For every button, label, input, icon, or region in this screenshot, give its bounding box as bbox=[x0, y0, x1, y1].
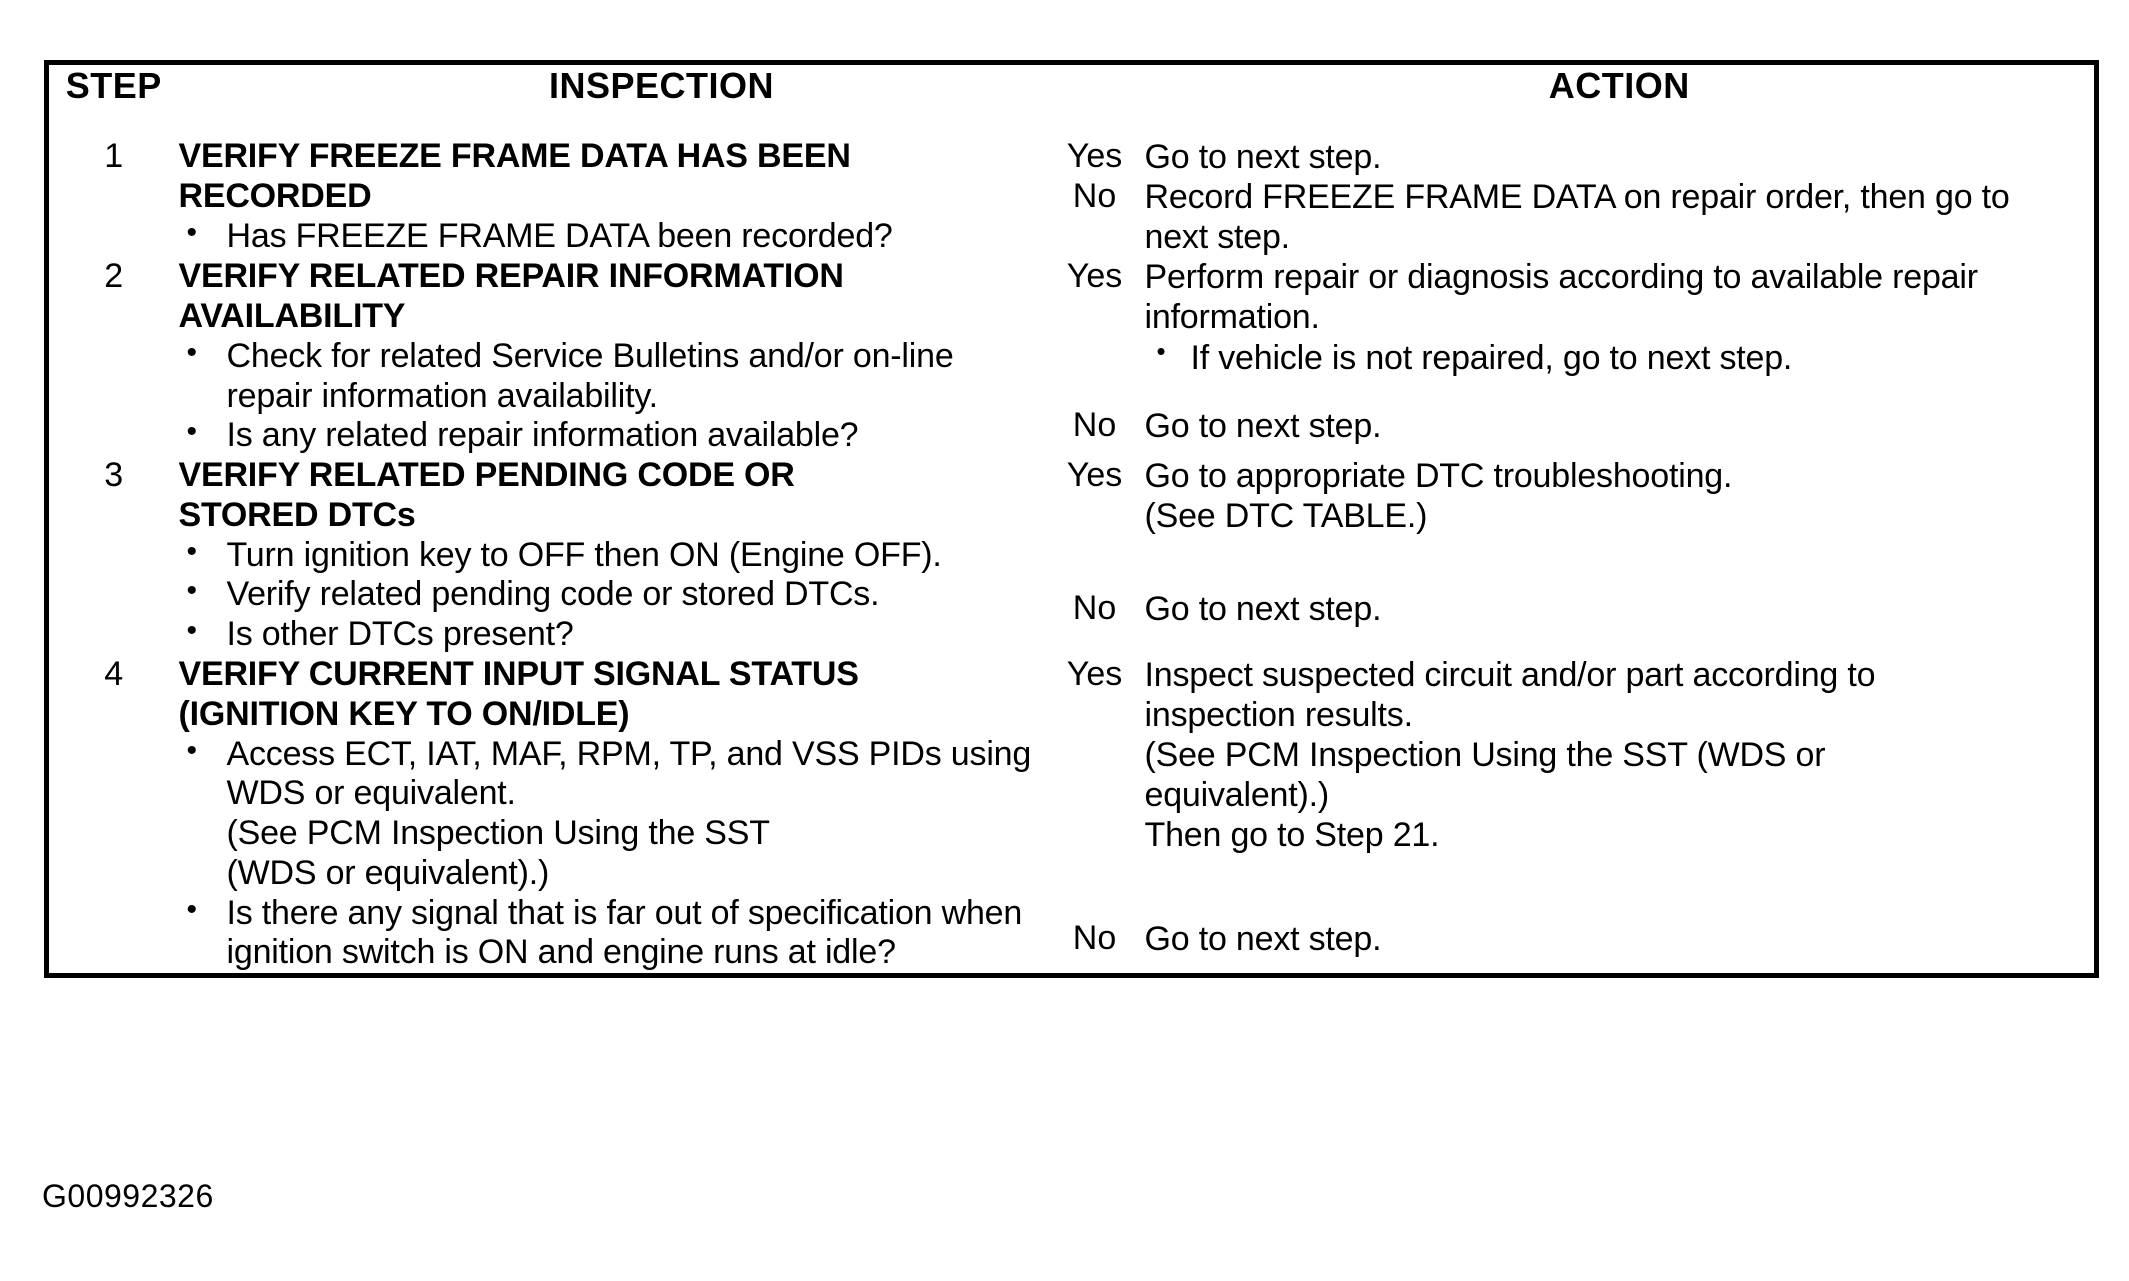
figure-id-label: G00992326 bbox=[42, 1178, 214, 1214]
column-header-step: STEP bbox=[46, 62, 179, 137]
table-row: No Go to next step. bbox=[47, 588, 2097, 655]
inspection-bullet: Is other DTCs present? bbox=[179, 613, 1045, 655]
table-row: No Go to next step. bbox=[47, 919, 2097, 976]
table-row: 2 VERIFY RELATED REPAIR INFORMATION AVAI… bbox=[46, 257, 2097, 457]
action-line: Then go to Step 21. bbox=[1144, 816, 1440, 855]
action-line: equivalent).) bbox=[1144, 776, 1330, 815]
inspection-cell-1: VERIFY FREEZE FRAME DATA HAS BEEN RECORD… bbox=[178, 137, 1045, 258]
action-cell-2-no: Go to next step. bbox=[1144, 406, 2097, 457]
answer-label-no-3: No bbox=[1044, 588, 1145, 655]
inspection-bullet-list: Check for related Service Bulletins and/… bbox=[179, 335, 1045, 456]
inspection-title-line: (IGNITION KEY TO ON/IDLE) bbox=[178, 694, 630, 733]
inspection-title-line: VERIFY RELATED REPAIR INFORMATION bbox=[178, 257, 844, 296]
answer-label-yes-4: Yes bbox=[1044, 654, 1145, 920]
action-cell-3-yes: Go to appropriate DTC troubleshooting. (… bbox=[1144, 456, 2097, 589]
inspection-title-line: RECORDED bbox=[178, 176, 372, 215]
inspection-bullet: Is there any signal that is far out of s… bbox=[179, 892, 1045, 974]
inspection-bullet-list: Turn ignition key to OFF then ON (Engine… bbox=[179, 534, 1045, 655]
answer-label-yes-3: Yes bbox=[1044, 456, 1145, 589]
column-header-inspection: INSPECTION bbox=[178, 62, 1145, 137]
inspection-bullet: Verify related pending code or stored DT… bbox=[179, 573, 1045, 615]
inspection-cell-4: VERIFY CURRENT INPUT SIGNAL STATUS (IGNI… bbox=[178, 654, 1045, 976]
inspection-title-line: AVAILABILITY bbox=[178, 297, 406, 336]
answer-label-yes-2: Yes bbox=[1044, 257, 1145, 407]
inspection-bullet: Access ECT, IAT, MAF, RPM, TP, and VSS P… bbox=[179, 733, 1045, 894]
inspection-bullet-subline: (WDS or equivalent).) bbox=[226, 853, 550, 892]
action-line: Perform repair or diagnosis according to… bbox=[1144, 258, 1979, 297]
action-line: information. bbox=[1144, 298, 1320, 337]
action-cell-3-no: Go to next step. bbox=[1144, 588, 2097, 655]
action-line: Go to next step. bbox=[1144, 920, 1382, 959]
table-row: No Record FREEZE FRAME DATA on repair or… bbox=[47, 177, 2097, 258]
action-cell-4-yes: Inspect suspected circuit and/or part ac… bbox=[1144, 654, 2097, 920]
step-number-4: 4 bbox=[46, 654, 179, 976]
answer-label-no-1: No bbox=[1044, 177, 1145, 258]
answer-label-yes-1: Yes bbox=[1044, 137, 1145, 178]
action-line: Go to appropriate DTC troubleshooting. bbox=[1144, 457, 1733, 496]
inspection-bullet-list: Access ECT, IAT, MAF, RPM, TP, and VSS P… bbox=[179, 733, 1045, 974]
table-row: 4 VERIFY CURRENT INPUT SIGNAL STATUS (IG… bbox=[46, 654, 2097, 976]
step-number-2: 2 bbox=[46, 257, 179, 457]
step-number-3: 3 bbox=[46, 456, 179, 655]
inspection-title-line: VERIFY CURRENT INPUT SIGNAL STATUS bbox=[178, 654, 859, 693]
answer-label-no-4: No bbox=[1044, 919, 1145, 976]
inspection-bullet: Is any related repair information availa… bbox=[179, 414, 1045, 456]
inspection-bullet-subline: (See PCM Inspection Using the SST bbox=[226, 814, 771, 853]
inspection-bullet-list: Has FREEZE FRAME DATA been recorded? bbox=[179, 215, 1045, 257]
step-number-1: 1 bbox=[46, 137, 179, 258]
table-row: No Go to next step. bbox=[47, 406, 2097, 457]
table-header: STEP INSPECTION ACTION bbox=[46, 62, 2097, 137]
action-line: Inspect suspected circuit and/or part ac… bbox=[1144, 655, 1876, 694]
action-line: Go to next step. bbox=[1144, 407, 1382, 446]
action-line: Go to next step. bbox=[1144, 589, 1382, 628]
inspection-cell-3: VERIFY RELATED PENDING CODE OR STORED DT… bbox=[178, 456, 1045, 655]
inspection-bullet: Has FREEZE FRAME DATA been recorded? bbox=[179, 215, 1045, 257]
action-line: (See DTC TABLE.) bbox=[1144, 497, 1428, 536]
diagnostic-procedure-table: STEP INSPECTION ACTION 1 VERIFY FREEZE F… bbox=[44, 60, 2099, 979]
inspection-title-line: VERIFY RELATED PENDING CODE OR bbox=[178, 456, 795, 495]
inspection-bullet-text: Access ECT, IAT, MAF, RPM, TP, and VSS P… bbox=[226, 734, 1032, 813]
column-header-action: ACTION bbox=[1144, 62, 2097, 137]
action-line: Record FREEZE FRAME DATA on repair order… bbox=[1144, 178, 2010, 217]
action-cell-1-yes: Go to next step. bbox=[1144, 137, 2097, 178]
action-cell-4-no: Go to next step. bbox=[1144, 919, 2097, 976]
inspection-cell-2: VERIFY RELATED REPAIR INFORMATION AVAILA… bbox=[178, 257, 1045, 457]
answer-label-no-2: No bbox=[1044, 406, 1145, 457]
action-bullet: If vehicle is not repaired, go to next s… bbox=[1145, 336, 2095, 378]
action-line: inspection results. bbox=[1144, 696, 1414, 735]
action-bullet-list: If vehicle is not repaired, go to next s… bbox=[1145, 336, 2095, 378]
header-row: STEP INSPECTION ACTION bbox=[46, 62, 2097, 137]
table-row: 1 VERIFY FREEZE FRAME DATA HAS BEEN RECO… bbox=[46, 137, 2097, 258]
action-line: next step. bbox=[1144, 218, 1291, 257]
action-cell-2-yes: Perform repair or diagnosis according to… bbox=[1144, 257, 2097, 407]
action-line: (See PCM Inspection Using the SST (WDS o… bbox=[1144, 736, 1826, 775]
table-body: 1 VERIFY FREEZE FRAME DATA HAS BEEN RECO… bbox=[46, 137, 2097, 976]
table-row: 3 VERIFY RELATED PENDING CODE OR STORED … bbox=[46, 456, 2097, 655]
action-cell-1-no: Record FREEZE FRAME DATA on repair order… bbox=[1144, 177, 2097, 258]
inspection-bullet: Turn ignition key to OFF then ON (Engine… bbox=[179, 534, 1045, 576]
action-line: Go to next step. bbox=[1144, 138, 1382, 176]
inspection-bullet: Check for related Service Bulletins and/… bbox=[179, 335, 1045, 417]
diagnostic-table-container: STEP INSPECTION ACTION 1 VERIFY FREEZE F… bbox=[44, 60, 2099, 979]
inspection-title-line: STORED DTCs bbox=[178, 495, 416, 534]
inspection-title-line: VERIFY FREEZE FRAME DATA HAS BEEN bbox=[178, 137, 851, 175]
